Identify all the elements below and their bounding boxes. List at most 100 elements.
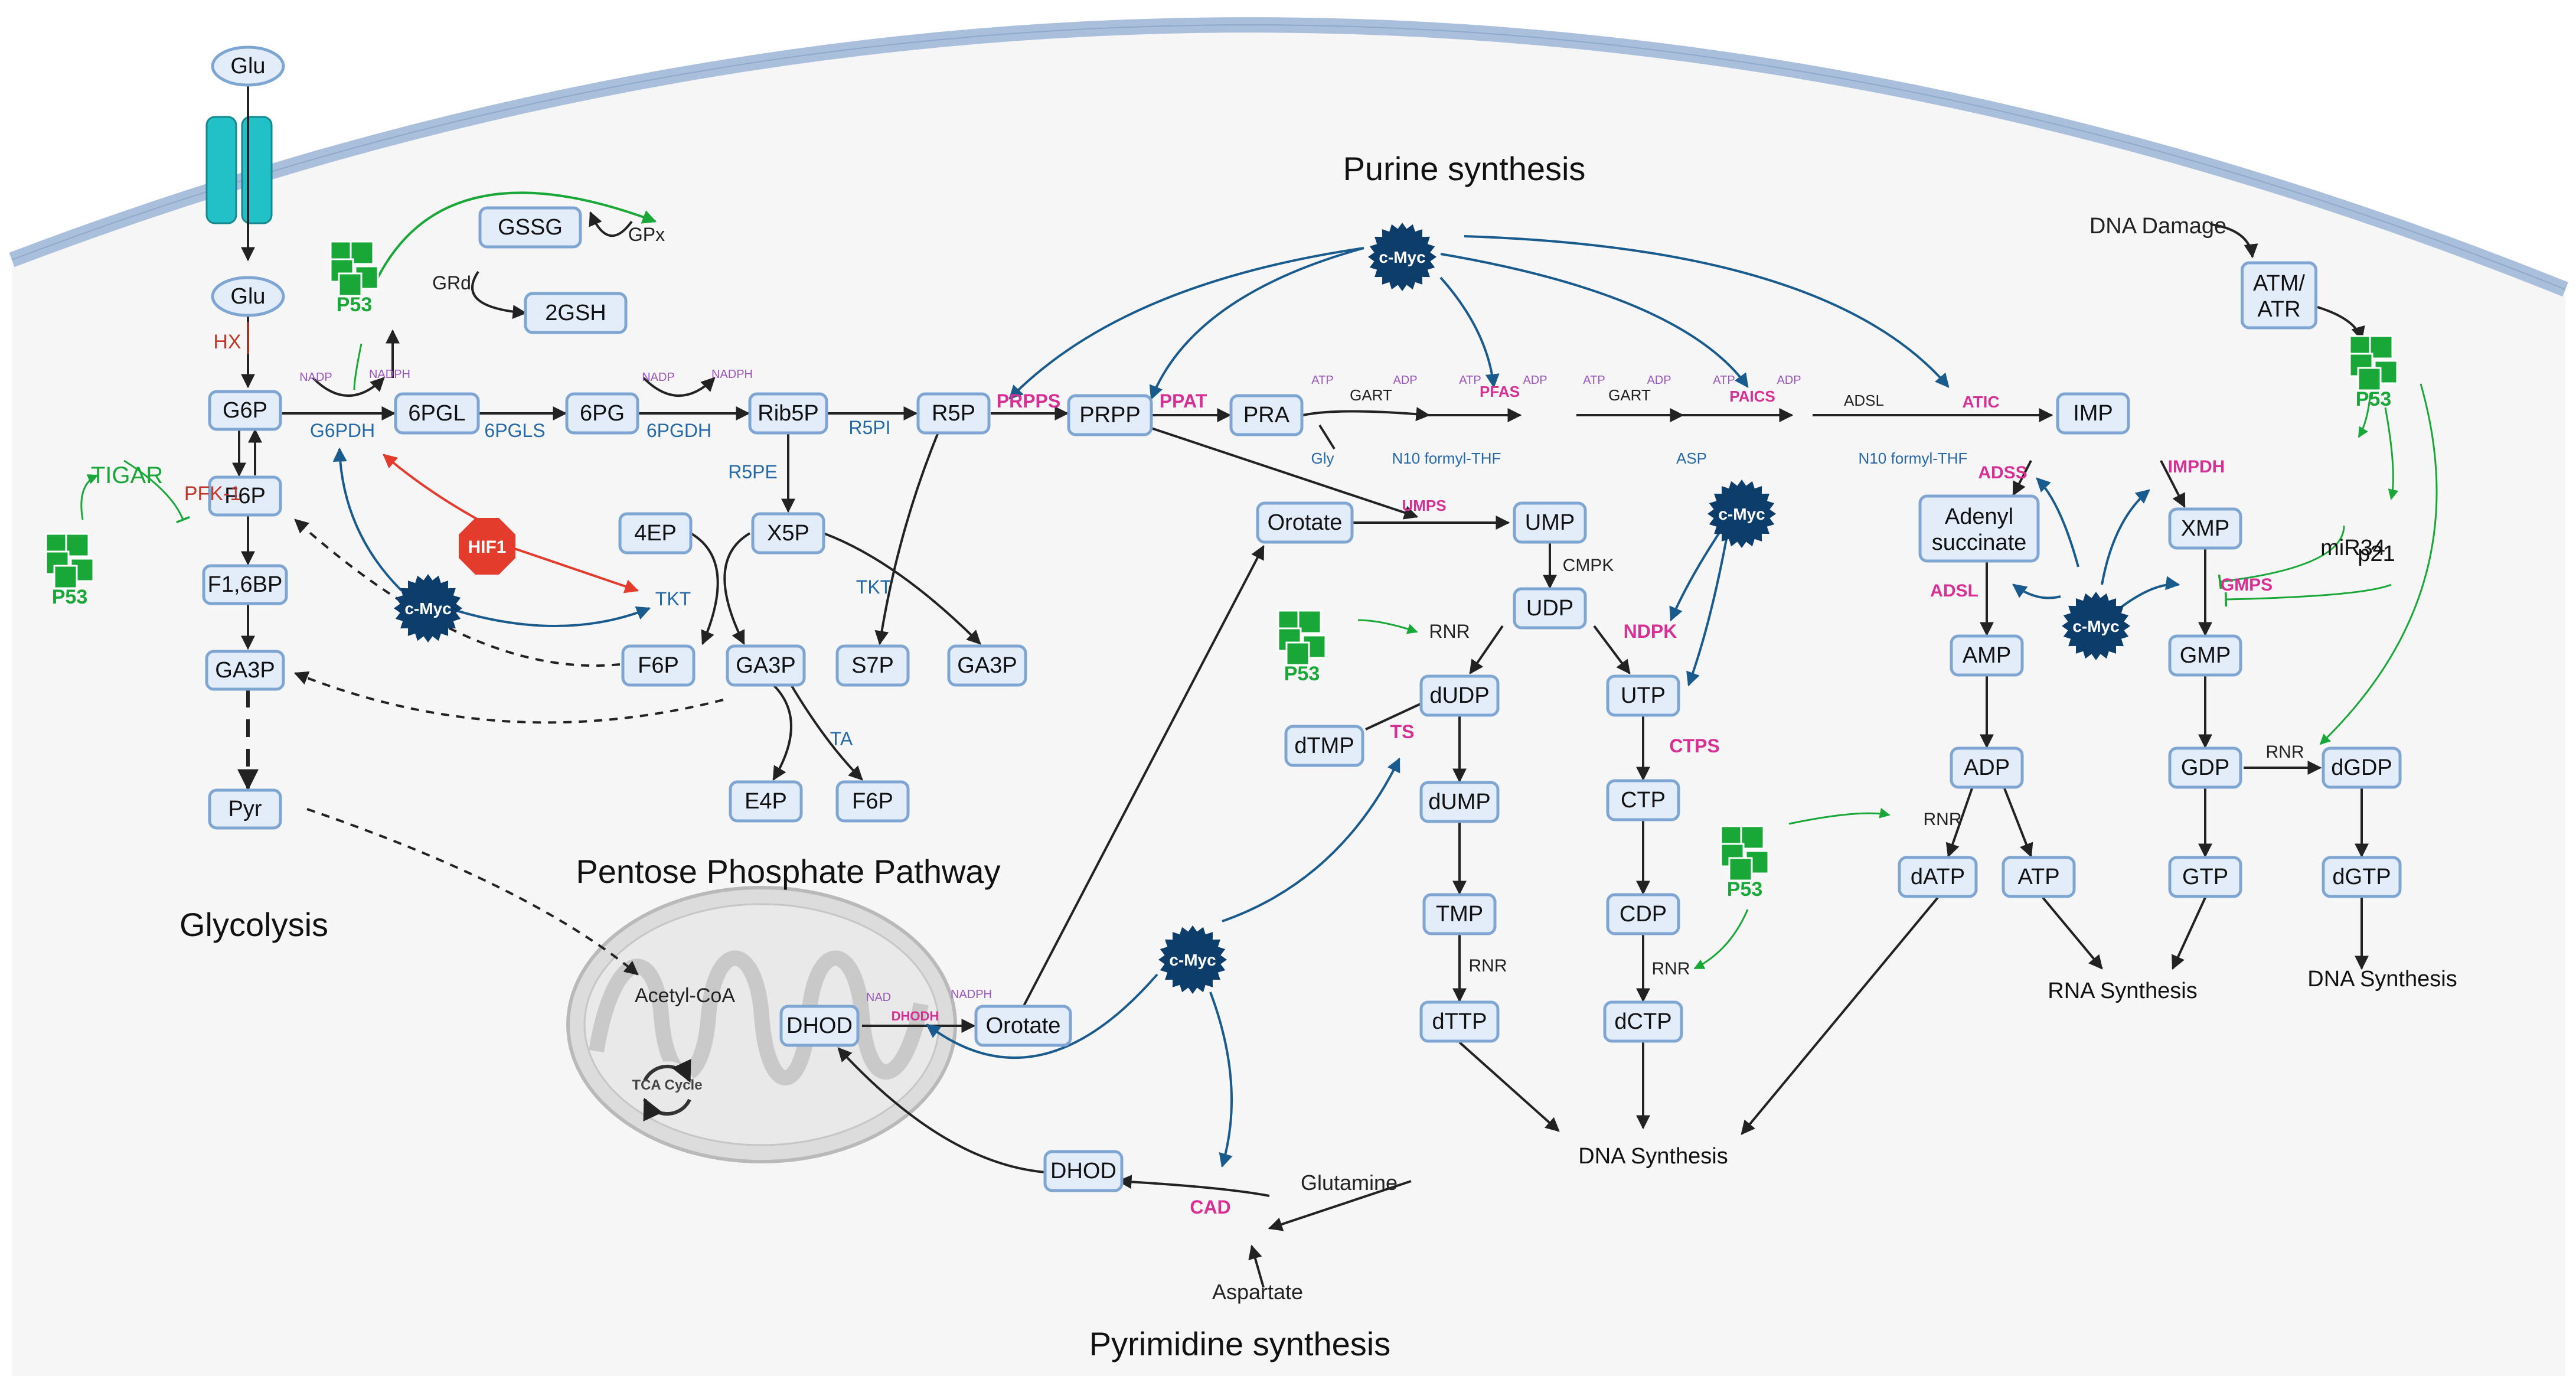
node-label-imp: IMP xyxy=(2073,401,2113,426)
myc-regulation-arrow xyxy=(2118,576,2180,609)
node-label-dgdp: dGDP xyxy=(2331,755,2392,780)
pathway-arrow xyxy=(790,684,863,781)
pathway-arrow xyxy=(2211,223,2258,259)
node-label-glu_out: Glu xyxy=(230,54,265,79)
node-label-atm: ATM/ATR xyxy=(2253,271,2305,322)
node-label-ga3p_c: GA3P xyxy=(957,653,1017,678)
node-label-f6p: F6P xyxy=(224,484,266,508)
myc-regulation-arrow xyxy=(1686,519,1731,687)
pathway-arrow xyxy=(723,532,751,645)
node-f16bp: F1,6BP xyxy=(202,564,288,605)
hif1-arrow xyxy=(383,454,479,521)
label-prpps: PRPPS xyxy=(997,390,1060,412)
node-dhod_b: DHOD xyxy=(1043,1150,1124,1192)
label-adsl: ADSL xyxy=(1930,581,1978,601)
myc-regulation-arrow xyxy=(1464,235,1950,388)
node-label-ump: UMP xyxy=(1525,510,1575,535)
p53-badge: P53 xyxy=(329,240,379,316)
mitochondrion xyxy=(566,886,957,1163)
pathway-arrow xyxy=(1151,427,1419,520)
node-label-gtp: GTP xyxy=(2182,865,2228,889)
label-nadp_b: NADP xyxy=(642,371,675,384)
label-mir34: miR34 xyxy=(2320,536,2385,560)
pathway-arrow xyxy=(1593,625,1631,674)
pathway-arrow xyxy=(1117,1175,1270,1197)
node-label-pgl6: 6PGL xyxy=(408,401,465,426)
pathway-arrow xyxy=(1741,896,1939,1135)
pathway-arrow xyxy=(1268,1180,1412,1231)
node-label-orotate_b: Orotate xyxy=(986,1013,1061,1038)
node-label-adp: ADP xyxy=(1964,755,2010,780)
node-label-tmp: TMP xyxy=(1436,902,1483,927)
node-dttp: dTTP xyxy=(1419,1000,1500,1043)
node-label-g6p: G6P xyxy=(223,398,267,423)
myc-regulation-arrow xyxy=(1669,524,1725,622)
pathway-arrow xyxy=(690,532,719,645)
c-myc-label: c-Myc xyxy=(404,599,451,618)
section-title-glycolysis: Glycolysis xyxy=(179,906,328,943)
c-myc-badge: c-Myc xyxy=(1707,480,1776,548)
label-tca: TCA Cycle xyxy=(632,1077,702,1093)
node-dhod_a: DHOD xyxy=(779,1005,860,1047)
label-nad: NAD xyxy=(866,991,891,1004)
pathway-arrow xyxy=(2003,788,2033,858)
node-tmp: TMP xyxy=(1422,893,1497,935)
node-ga3p: GA3P xyxy=(205,650,285,691)
label-dhodh: DHODH xyxy=(892,1009,939,1023)
label-ctps: CTPS xyxy=(1669,735,1719,757)
node-e4p: E4P xyxy=(729,780,803,823)
node-pra: PRA xyxy=(1229,394,1304,436)
label-impdh: IMPDH xyxy=(2168,457,2225,477)
myc-regulation-arrow xyxy=(1149,247,1364,400)
node-label-dtmp: dTMP xyxy=(1294,733,1354,758)
node-utp: UTP xyxy=(1606,674,1680,717)
p21-inhibit xyxy=(2224,583,2392,607)
myc-regulation-arrow xyxy=(2012,583,2061,599)
hif1-label: HIF1 xyxy=(468,537,506,557)
label-g6pdh: G6PDH xyxy=(310,420,375,441)
node-ump: UMP xyxy=(1513,501,1587,544)
node-ep4: 4EP xyxy=(618,512,693,555)
node-label-ga3p_b: GA3P xyxy=(736,653,795,678)
section-title-ppp: Pentose Phosphate Pathway xyxy=(576,853,1000,890)
glucose-transporter-icon xyxy=(205,116,273,224)
node-adp: ADP xyxy=(1950,746,2024,789)
node-ctp: CTP xyxy=(1606,779,1680,821)
node-label-atp: ATP xyxy=(2017,865,2059,889)
node-dudp: dUDP xyxy=(1419,674,1500,717)
node-label-dttp: dTTP xyxy=(1432,1009,1487,1034)
myc-regulation-arrow xyxy=(2101,489,2150,585)
p53-arrow xyxy=(1693,909,1749,970)
pathway-arrow xyxy=(2172,897,2206,970)
node-gtp: GTP xyxy=(2168,856,2242,898)
node-label-ga3p: GA3P xyxy=(215,658,275,683)
node-xmp: XMP xyxy=(2168,507,2242,550)
label-ta: TA xyxy=(830,728,853,749)
node-g6p: G6P xyxy=(208,390,282,431)
p53-arrow xyxy=(1788,808,1891,825)
label-nadph_b: NADPH xyxy=(711,368,753,381)
node-s7p: S7P xyxy=(835,644,910,687)
node-amp: AMP xyxy=(1950,634,2024,677)
node-f6p_c: F6P xyxy=(835,780,910,823)
c-myc-label: c-Myc xyxy=(1718,505,1765,523)
node-label-ep4: 4EP xyxy=(634,521,677,546)
node-x5p: X5P xyxy=(751,512,825,555)
mir34-inhibit xyxy=(2218,525,2345,589)
node-label-orotate_a: Orotate xyxy=(1268,510,1343,535)
label-adp_a: ADP xyxy=(1393,374,1417,387)
label-adp_d: ADP xyxy=(1777,374,1801,387)
pathway-arrow xyxy=(2042,896,2103,970)
p53-inhibit xyxy=(353,343,363,390)
node-udp: UDP xyxy=(1513,587,1587,630)
node-label-dctp: dCTP xyxy=(1614,1009,1671,1034)
pathway-arrow xyxy=(306,808,639,976)
myc-regulation-arrow xyxy=(1440,253,1749,388)
label-gly: Gly xyxy=(1311,449,1334,467)
section-title-purine: Purine synthesis xyxy=(1343,150,1586,187)
node-label-gmp: GMP xyxy=(2180,643,2231,668)
c-myc-label: c-Myc xyxy=(2072,617,2119,635)
node-glu_in: Glu xyxy=(211,276,285,317)
section-title-pyrimidine: Pyrimidine synthesis xyxy=(1089,1325,1390,1362)
